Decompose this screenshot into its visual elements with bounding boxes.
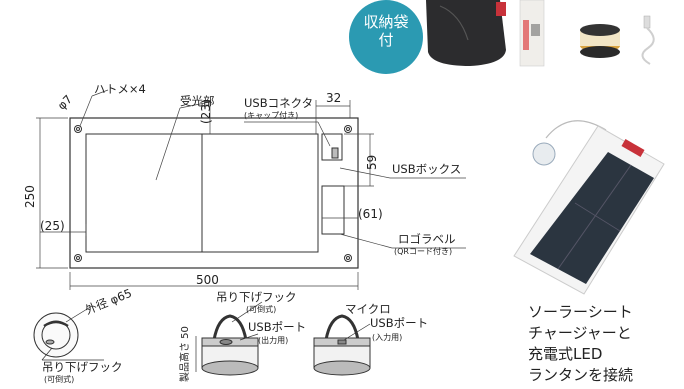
- lantern-top-view: [33, 305, 104, 361]
- micro-usb-note: (入力用): [372, 333, 403, 342]
- side-hook-note: (可倒式): [246, 305, 277, 314]
- micro-label: マイクロ: [345, 302, 391, 316]
- hook-note: (可倒式): [44, 375, 75, 384]
- dimension-lines: [36, 89, 466, 290]
- usb-box-label: USBボックス: [392, 162, 462, 176]
- product-caption: ソーラーシート チャージャーと 充電式LED ランタンを接続: [528, 302, 633, 386]
- badge-line2: 付: [378, 31, 394, 49]
- dim-height: 250: [23, 185, 37, 208]
- usb-port-note: (出力用): [258, 336, 289, 345]
- dim-connector-width: 32: [326, 91, 342, 105]
- usb-cable-image: [641, 15, 655, 65]
- dim-right-section: (61): [358, 207, 383, 221]
- dim-width: 500: [196, 273, 219, 287]
- badge-line1: 収納袋: [363, 13, 409, 31]
- usb-port-label: USBポート: [248, 320, 307, 334]
- hook-label: 吊り下げフック: [42, 360, 123, 374]
- product-height: 製品高さ 50: [180, 326, 191, 382]
- dim-connector-height: 59: [365, 154, 379, 170]
- usb-connector-note: (キャップ付き): [244, 111, 299, 120]
- storage-bag-image: [426, 0, 506, 66]
- logo-label-note: (QRコード付き): [394, 247, 453, 256]
- solar-sheet-photo: [513, 120, 665, 295]
- micro-usb-label: USBポート: [370, 316, 429, 330]
- lantern-photo: [580, 24, 620, 58]
- side-hook-label: 吊り下げフック: [216, 290, 297, 304]
- dim-left-margin: (25): [40, 219, 65, 233]
- eyelets-label: ハトメ×4: [94, 82, 146, 96]
- logo-label-label: ロゴラベル: [398, 232, 456, 246]
- caption-line2: チャージャーと: [528, 324, 632, 342]
- usb-connector-label: USBコネクタ: [244, 96, 314, 110]
- lantern-side-view-2: [313, 314, 371, 376]
- packaged-sheet-image: [519, 0, 545, 67]
- caption-line1: ソーラーシート: [528, 303, 633, 321]
- receiver-label: 受光部: [180, 94, 215, 108]
- caption-line4: ランタンを接続: [528, 366, 634, 384]
- panel-drawing: [69, 117, 359, 269]
- caption-line3: 充電式LED: [528, 345, 603, 363]
- dim-top-margin: (23): [199, 99, 213, 124]
- lantern-side-view-1: [195, 301, 263, 376]
- storage-bag-badge: 収納袋 付: [349, 0, 423, 74]
